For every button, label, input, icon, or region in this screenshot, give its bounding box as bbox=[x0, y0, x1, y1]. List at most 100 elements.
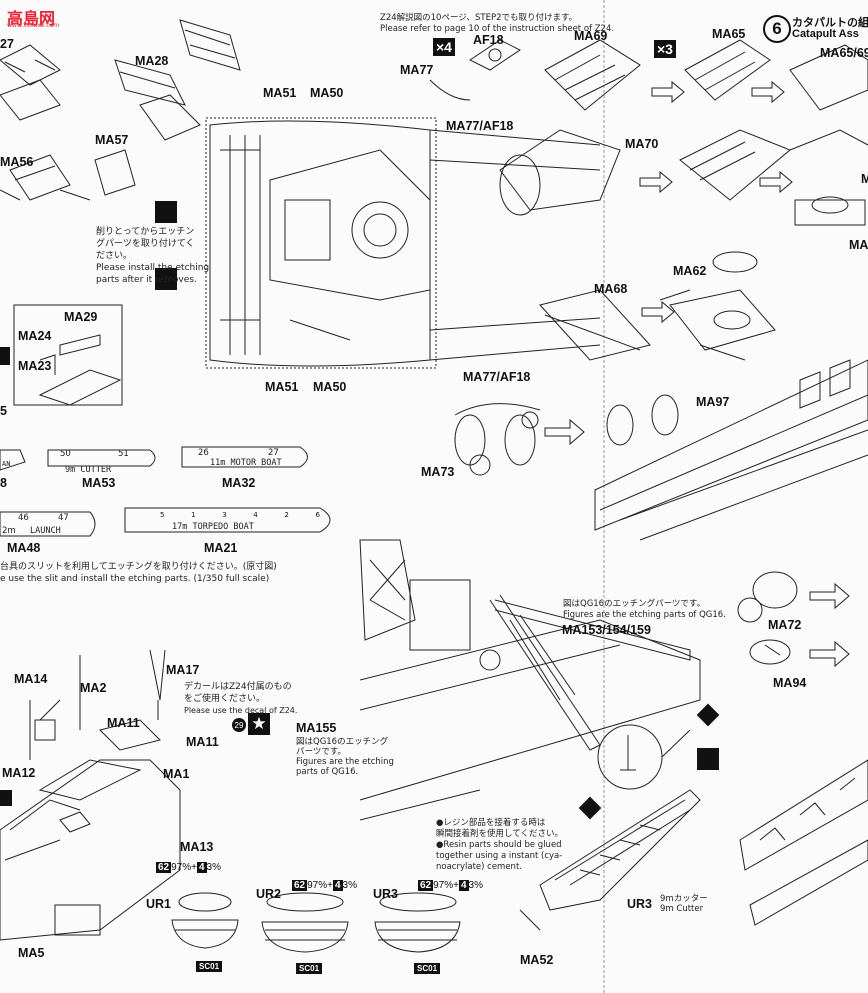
watermark-logo: 高島网 www.xxxxxx.com bbox=[3, 3, 71, 29]
part-ma17: MA17 bbox=[166, 663, 200, 677]
paint-color-a: 62 bbox=[156, 862, 172, 873]
paint-color-b: 4 bbox=[332, 880, 343, 891]
header-note-en: Please refer to page 10 of the instructi… bbox=[380, 24, 615, 34]
step-number: 6 bbox=[763, 15, 791, 43]
etching-note-jp-1: 削りとってからエッチン bbox=[96, 227, 195, 237]
part-ma51-bottom: MA51 bbox=[265, 380, 299, 394]
part-ma48: MA48 bbox=[7, 541, 41, 555]
ur3-cutter-label: UR3 bbox=[627, 897, 653, 911]
resin-ur1-label: UR1 bbox=[146, 897, 172, 911]
slit-note-jp: 台具のスリットを利用してエッチングを取り付けください。(原寸図) bbox=[0, 562, 277, 572]
watermark-text: 高島网 bbox=[7, 9, 56, 28]
wheels-ma73 bbox=[454, 394, 679, 476]
catapult-frames bbox=[499, 39, 868, 226]
paint-pct-a: 97% bbox=[307, 880, 328, 891]
part-ma73: MA73 bbox=[421, 465, 455, 479]
torpedo-section-numbers: 5 1 3 4 2 6 bbox=[160, 511, 320, 519]
part-ma94: MA94 bbox=[773, 676, 807, 690]
part-ma27: 27 bbox=[0, 37, 14, 51]
boat-labels-svg: AN bbox=[2, 460, 10, 468]
ma155-note-jp-1: 図はQG16のエッチング bbox=[296, 737, 389, 747]
slit-note-en: e use the slit and install the etching p… bbox=[0, 574, 270, 584]
paint-plus: + bbox=[191, 862, 197, 873]
part-ma153-154-159: MA153/154/159 bbox=[562, 623, 651, 637]
paint-color-a: 62 bbox=[418, 880, 434, 891]
part-ma50-bottom: MA50 bbox=[313, 380, 347, 394]
sc01-tag-ur2: SC01 bbox=[296, 963, 323, 974]
part-ma155: MA155 bbox=[296, 721, 337, 735]
sc01-tag-ur3: SC01 bbox=[414, 963, 441, 974]
paint-color-a: 62 bbox=[292, 880, 308, 891]
part-ma29: MA29 bbox=[64, 310, 98, 324]
af18-part-drawing bbox=[429, 39, 521, 101]
resin-note-jp-2: 瞬間接着剤を使用してください。 bbox=[436, 829, 563, 839]
part-ma11-b: MA11 bbox=[186, 735, 219, 749]
part-8-partial: 8 bbox=[0, 476, 7, 490]
step-title-en: Catapult Ass bbox=[792, 28, 859, 40]
ur3-note-jp: 9mカッター bbox=[660, 894, 708, 904]
decal-note-jp-1: デカールはZ24付属のもの bbox=[184, 682, 292, 692]
part-ma65: MA65 bbox=[712, 27, 746, 41]
part-ma-right: MA bbox=[849, 238, 868, 252]
qg16-note-en: Figures are the etching parts of QG16. bbox=[563, 610, 726, 620]
resin-note-jp-1: ●レジン部品を接着する時は bbox=[436, 818, 546, 828]
cutter-ur3-drawing bbox=[519, 789, 701, 931]
part-ma13: MA13 bbox=[180, 840, 214, 854]
etching-note-en-1: Please install the etching bbox=[96, 263, 210, 273]
part-ma51-top: MA51 bbox=[263, 86, 297, 100]
part-ma12: MA12 bbox=[2, 766, 36, 780]
part-ma53: MA53 bbox=[82, 476, 116, 490]
ma155-note-en-2: parts of QG16. bbox=[296, 767, 359, 777]
catapult-truss-lower bbox=[739, 759, 868, 926]
decal-note-jp-2: をご使用ください。 bbox=[184, 694, 266, 704]
part-ma52: MA52 bbox=[520, 953, 554, 967]
launch-length: 2m bbox=[2, 526, 16, 536]
part-ma24: MA24 bbox=[18, 329, 52, 343]
part-ma5: MA5 bbox=[18, 946, 45, 960]
part-ma1: MA1 bbox=[163, 767, 190, 781]
part-ma77: MA77 bbox=[400, 63, 434, 77]
ma155-note-en-1: Figures are the etching bbox=[296, 757, 394, 767]
etching-icons bbox=[0, 201, 719, 806]
etching-note-en-2: parts after it removes. bbox=[96, 275, 197, 285]
part-ma62: MA62 bbox=[673, 264, 707, 278]
part-ma28: MA28 bbox=[135, 54, 169, 68]
part-m-right: M bbox=[861, 172, 868, 186]
cutter-num-a: 50 bbox=[60, 449, 71, 459]
small-boats bbox=[0, 446, 331, 537]
qg16-detail-circle bbox=[597, 724, 691, 790]
resin-ur3-label: UR3 bbox=[373, 887, 399, 901]
part-ma23: MA23 bbox=[18, 359, 52, 373]
part-ma21: MA21 bbox=[204, 541, 238, 555]
aircraft-crane-structure bbox=[359, 539, 701, 821]
header-note-jp: Z24解説図の10ページ、STEP2でも取り付けます。 bbox=[380, 13, 578, 23]
multiplier-af18: ×4 bbox=[433, 38, 455, 56]
motor-num-b: 27 bbox=[268, 448, 279, 458]
etching-note-jp-2: グパーツを取り付けてく bbox=[96, 239, 195, 249]
paint-pct-b: 3% bbox=[342, 880, 357, 891]
torpedo-label: 17m TORPEDO BOAT bbox=[172, 522, 254, 532]
torpedo-num: 5 bbox=[160, 511, 165, 519]
railing-parts-top-left bbox=[0, 19, 241, 201]
paint-pct-b: 3% bbox=[206, 862, 221, 873]
diamond-icons bbox=[578, 703, 720, 820]
cutter-num-b: 51 bbox=[118, 449, 129, 459]
part-ma97: MA97 bbox=[696, 395, 730, 409]
decal-note-en: Please use the decal of Z24. bbox=[184, 706, 298, 715]
part-ma68: MA68 bbox=[594, 282, 628, 296]
resin-boats-side bbox=[171, 892, 461, 953]
torpedo-num: 1 bbox=[191, 511, 196, 519]
paint-plus: + bbox=[327, 880, 333, 891]
multiplier-ma65: ×3 bbox=[654, 40, 676, 58]
ma155-note-jp-2: パーツです。 bbox=[296, 747, 346, 757]
part-ma2: MA2 bbox=[80, 681, 107, 695]
step-arrows bbox=[544, 80, 850, 668]
sc01-tag-ur1: SC01 bbox=[196, 961, 223, 972]
cutter-label: 9m CUTTER bbox=[65, 465, 112, 475]
part-ma56: MA56 bbox=[0, 155, 34, 169]
resin-ur2-label: UR2 bbox=[256, 887, 282, 901]
